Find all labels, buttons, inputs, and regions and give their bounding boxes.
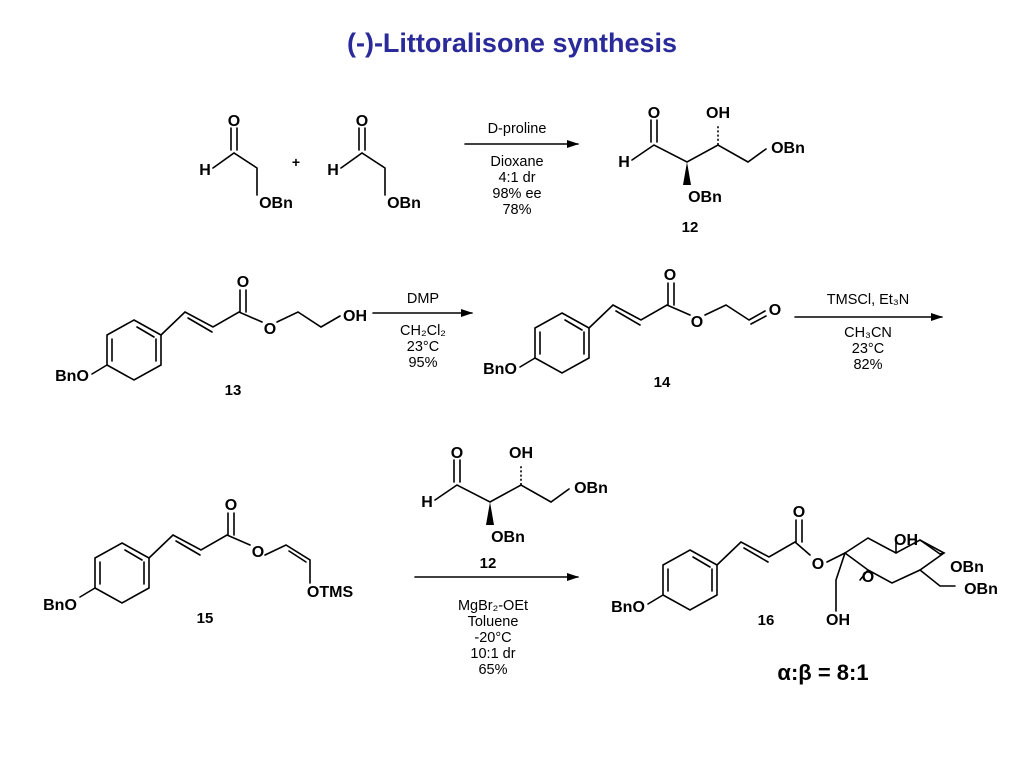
page-title: (-)-Littoralisone synthesis: [347, 28, 677, 58]
reagent-label: TMSCl, Et₃N: [827, 292, 909, 308]
compound-number: 13: [225, 382, 242, 399]
reagent-label: D-proline: [488, 121, 547, 137]
atom-label: O: [264, 321, 276, 338]
condition-line: 4:1 dr: [498, 170, 535, 186]
atom-label: OH: [826, 612, 850, 629]
atom-label: BnO: [55, 368, 89, 385]
condition-line: Dioxane: [490, 154, 543, 170]
condition-line: 95%: [408, 355, 437, 371]
atom-label: H: [618, 154, 630, 171]
atom-label: BnO: [43, 597, 77, 614]
atom-label: OBn: [491, 529, 525, 546]
atom-label: O: [451, 445, 463, 462]
compound-13-structure: O O OH BnO: [55, 274, 367, 385]
compound-number: 14: [654, 374, 671, 391]
condition-line: -20°C: [474, 630, 511, 646]
anomer-ratio: α:β = 8:1: [777, 660, 868, 685]
condition-line: CH₃CN: [844, 325, 892, 341]
benzyloxyacetaldehyde-right: O H OBn: [327, 113, 421, 212]
condition-line: CH₂Cl₂: [400, 323, 446, 339]
atom-label: O: [228, 113, 240, 130]
atom-label: OH: [894, 532, 918, 549]
atom-label: O: [769, 302, 781, 319]
reagent-label: DMP: [407, 291, 439, 307]
condition-line: 23°C: [407, 339, 439, 355]
atom-label: OBn: [574, 480, 608, 497]
condition-line: 65%: [478, 662, 507, 678]
atom-label: H: [199, 162, 211, 179]
atom-label: OH: [343, 308, 367, 325]
atom-label: O: [225, 497, 237, 514]
atom-label: OTMS: [307, 584, 354, 601]
condition-line: 10:1 dr: [470, 646, 515, 662]
benzyloxyacetaldehyde-left: O H OBn: [199, 113, 293, 212]
atom-label: BnO: [611, 599, 645, 616]
ring-oxygen: O: [862, 569, 874, 586]
compound-number: 12: [682, 219, 699, 236]
atom-label: BnO: [483, 361, 517, 378]
atom-label: OBn: [387, 195, 421, 212]
atom-label: O: [356, 113, 368, 130]
compound-number: 15: [197, 610, 214, 627]
compound-number: 12: [480, 555, 497, 572]
atom-label: OH: [706, 105, 730, 122]
condition-line: 82%: [853, 357, 882, 373]
plus-sign: +: [292, 154, 300, 170]
atom-label: OBn: [688, 189, 722, 206]
atom-label: O: [691, 314, 703, 331]
atom-label: O: [648, 105, 660, 122]
compound-12-structure: O H OH OBn OBn: [618, 105, 805, 206]
condition-line: 78%: [502, 202, 531, 218]
compound-15-structure: O O OTMS BnO: [43, 497, 353, 614]
atom-label: H: [421, 494, 433, 511]
atom-label: H: [327, 162, 339, 179]
atom-label: O: [252, 544, 264, 561]
condition-line: MgBr₂-OEt: [458, 598, 528, 614]
atom-label: OBn: [950, 559, 984, 576]
condition-line: 23°C: [852, 341, 884, 357]
atom-label: OBn: [771, 140, 805, 157]
compound-number: 16: [758, 612, 775, 629]
atom-label: O: [812, 556, 824, 573]
atom-label: OBn: [259, 195, 293, 212]
atom-label: O: [793, 504, 805, 521]
compound-14-structure: O O O BnO: [483, 267, 781, 378]
condition-line: Toluene: [468, 614, 519, 630]
compound-12-reagent-structure: O H OH OBn OBn: [421, 445, 608, 546]
atom-label: OH: [509, 445, 533, 462]
compound-16-structure: O O O OH OBn OBn OH BnO: [611, 504, 998, 629]
atom-label: O: [237, 274, 249, 291]
atom-label: O: [664, 267, 676, 284]
atom-label: OBn: [964, 581, 998, 598]
condition-line: 98% ee: [492, 186, 541, 202]
